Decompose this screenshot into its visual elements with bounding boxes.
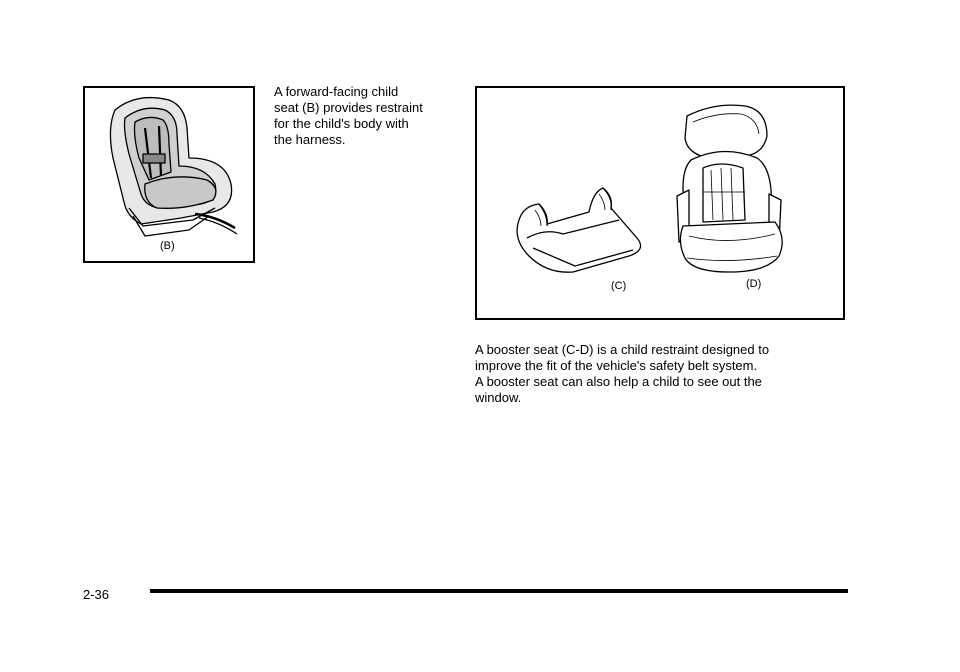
- footer-rule: [150, 589, 848, 593]
- paragraph-line: the harness.: [274, 132, 346, 147]
- booster-seats-illustration: [516, 104, 783, 273]
- paragraph-line: seat (B) provides restraint: [274, 100, 423, 115]
- paragraph-line: A booster seat can also help a child to …: [475, 374, 762, 389]
- forward-facing-seat-description: A forward-facing child seat (B) provides…: [274, 84, 454, 148]
- high-back-booster-seat: [676, 104, 783, 273]
- figure-forward-facing-seat: (B): [83, 86, 255, 263]
- paragraph-line: window.: [475, 390, 522, 405]
- paragraph-line: A booster seat (C-D) is a child restrain…: [475, 342, 770, 357]
- figure-b-label: (B): [160, 240, 175, 252]
- paragraph-line: improve the fit of the vehicle's safety …: [475, 358, 758, 373]
- backless-booster-seat: [516, 187, 642, 273]
- booster-seat-description: A booster seat (C-D) is a child restrain…: [475, 342, 845, 406]
- figure-booster-seats: (C) (D): [475, 86, 845, 320]
- forward-facing-seat-illustration: [109, 96, 238, 237]
- page-number: 2-36: [83, 587, 110, 602]
- figure-d-label: (D): [746, 278, 762, 290]
- paragraph-line: for the child's body with: [274, 116, 409, 131]
- figure-c-label: (C): [611, 280, 627, 292]
- paragraph-line: A forward-facing child: [274, 84, 399, 99]
